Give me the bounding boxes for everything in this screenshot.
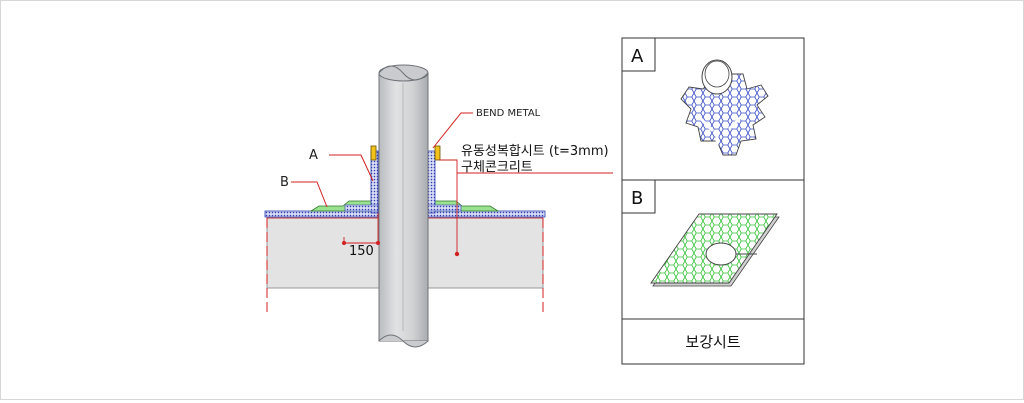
leader-b: B bbox=[280, 175, 328, 208]
b-label: B bbox=[280, 175, 289, 190]
pipe bbox=[378, 64, 429, 348]
bend-metal bbox=[370, 145, 441, 161]
detail-b-label: B bbox=[631, 188, 643, 209]
detail-caption: 보강시트 bbox=[685, 333, 740, 351]
bend-metal-label: BEND METAL bbox=[476, 108, 541, 119]
leader-notes: 유동성복합시트 (t=3mm) 구체콘크리트 bbox=[439, 144, 613, 257]
concrete-note-label: 구체콘크리트 bbox=[461, 160, 533, 175]
dimension-150: 150 bbox=[342, 213, 380, 259]
collar-sheet-detail bbox=[680, 59, 769, 156]
dimension-label: 150 bbox=[349, 244, 374, 259]
leader-a: A bbox=[309, 148, 374, 182]
sheet-note-label: 유동성복합시트 (t=3mm) bbox=[461, 144, 609, 159]
detail-panel: A B 보강시트 bbox=[621, 37, 805, 365]
leader-bend-metal: BEND METAL bbox=[432, 108, 541, 149]
reinforcement-sheet-detail bbox=[650, 213, 780, 287]
detail-a-label: A bbox=[631, 46, 644, 67]
collar-sheet-a bbox=[344, 150, 462, 214]
a-label: A bbox=[309, 148, 318, 163]
